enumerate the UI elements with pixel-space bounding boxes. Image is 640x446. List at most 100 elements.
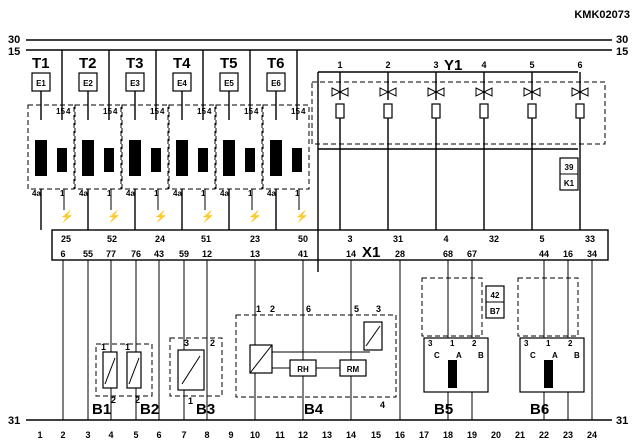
coil-pin-4: 4 [301, 107, 306, 116]
injector-number: 2 [385, 60, 390, 70]
ecu-pin-bottom: 14 [346, 249, 356, 259]
ecu-pin-bottom: 41 [298, 249, 308, 259]
position-number: 13 [322, 430, 332, 440]
injector-number: 5 [529, 60, 534, 70]
coil-label: T4 [173, 55, 191, 72]
coil-pin-4a: 4a [267, 189, 276, 198]
injector-valve-icon [523, 87, 541, 97]
injector-coil [479, 103, 489, 119]
coil-label: T5 [220, 55, 238, 72]
ecu-pin-bottom: 28 [395, 249, 405, 259]
component-b4-label: B4 [304, 401, 324, 418]
ecu-pin-bottom: 67 [467, 249, 477, 259]
ecu-pin-top: 24 [155, 234, 165, 244]
ground-right-label: 31 [616, 415, 628, 427]
position-number: 4 [108, 430, 113, 440]
position-number: 7 [181, 430, 186, 440]
coil-primary-winding [176, 140, 188, 176]
b1-pin-top: 1 [101, 342, 106, 352]
injector-1: 1 [331, 60, 349, 230]
position-number: 23 [563, 430, 573, 440]
component-b6-label: B6 [530, 401, 549, 418]
ecu-pin-top: 51 [201, 234, 211, 244]
coil-pin-4: 4 [113, 107, 118, 116]
spark-icon: ⚡ [107, 210, 121, 223]
ref-box-39-k1: 39 K1 [559, 157, 579, 191]
coil-pin-1: 1 [201, 189, 206, 198]
coil-pin-15: 15 [103, 107, 112, 116]
ecu-pin-bottom: 59 [179, 249, 189, 259]
injector-coil [383, 103, 393, 119]
ecu-pin-top: 52 [107, 234, 117, 244]
injector-valve-icon [331, 87, 349, 97]
b4-pot-diag [365, 325, 381, 347]
spark-icon: ⚡ [154, 210, 168, 223]
sensor-terminal-letter: A [456, 351, 462, 360]
component-b1-label: B1 [92, 401, 111, 418]
injector-coil [575, 103, 585, 119]
ref-box-39-top: 39 [565, 163, 574, 172]
coil-enclosure [262, 104, 310, 190]
position-number: 6 [156, 430, 161, 440]
coil-pin-4: 4 [160, 107, 165, 116]
b3-diag [181, 355, 201, 385]
coil-secondary-winding [198, 148, 208, 172]
ecu-pin-bottom: 34 [587, 249, 597, 259]
ecu-pin-bottom: 44 [539, 249, 549, 259]
coil-primary-winding [270, 140, 282, 176]
coil-label: T6 [267, 55, 285, 72]
coil-pin-15: 15 [56, 107, 65, 116]
sensor-shield [517, 277, 579, 337]
b3-pin-1: 1 [188, 396, 193, 406]
coil-pin-4a: 4a [79, 189, 88, 198]
b4-pin-2: 2 [270, 304, 275, 314]
injector-number: 6 [577, 60, 582, 70]
connector-label: X1 [362, 244, 380, 261]
ecu-pin-bottom: 76 [131, 249, 141, 259]
position-number: 1 [37, 430, 42, 440]
position-number: 2 [60, 430, 65, 440]
sensor-pin: 3 [428, 339, 433, 348]
component-b3-label: B3 [196, 401, 215, 418]
ecu-pin-bottom: 77 [106, 249, 116, 259]
position-number: 17 [419, 430, 429, 440]
ecu-pin-top: 4 [443, 234, 448, 244]
coil-module-label: E6 [271, 79, 281, 88]
coil-pin-1: 1 [295, 189, 300, 198]
position-number: 22 [539, 430, 549, 440]
b3-pin-2: 2 [210, 338, 215, 348]
ecu-connector: X1 [51, 229, 609, 261]
coil-pin-4a: 4a [126, 189, 135, 198]
b4-pin-1: 1 [256, 304, 261, 314]
b4-rm-label: RM [347, 365, 360, 374]
b4-pin-6: 6 [306, 304, 311, 314]
coil-pin-4: 4 [254, 107, 259, 116]
injector-number: 4 [481, 60, 486, 70]
coil-primary-winding [35, 140, 47, 176]
ecu-pin-top: 50 [298, 234, 308, 244]
coil-module-label: E3 [130, 79, 140, 88]
sensor-pin: 3 [524, 339, 529, 348]
sensor-element [544, 360, 553, 388]
coil-module-label: E2 [83, 79, 93, 88]
b2-pin-bottom: 2 [135, 395, 140, 405]
coil-secondary-winding [151, 148, 161, 172]
spark-icon: ⚡ [60, 210, 74, 223]
coil-pin-4a: 4a [220, 189, 229, 198]
ref-box-k1-bottom: K1 [564, 179, 575, 188]
coil-enclosure [121, 104, 169, 190]
ref-box-42-top: 42 [491, 291, 500, 300]
sensor-pin: 1 [450, 339, 455, 348]
sensor-terminal-letter: C [530, 351, 536, 360]
